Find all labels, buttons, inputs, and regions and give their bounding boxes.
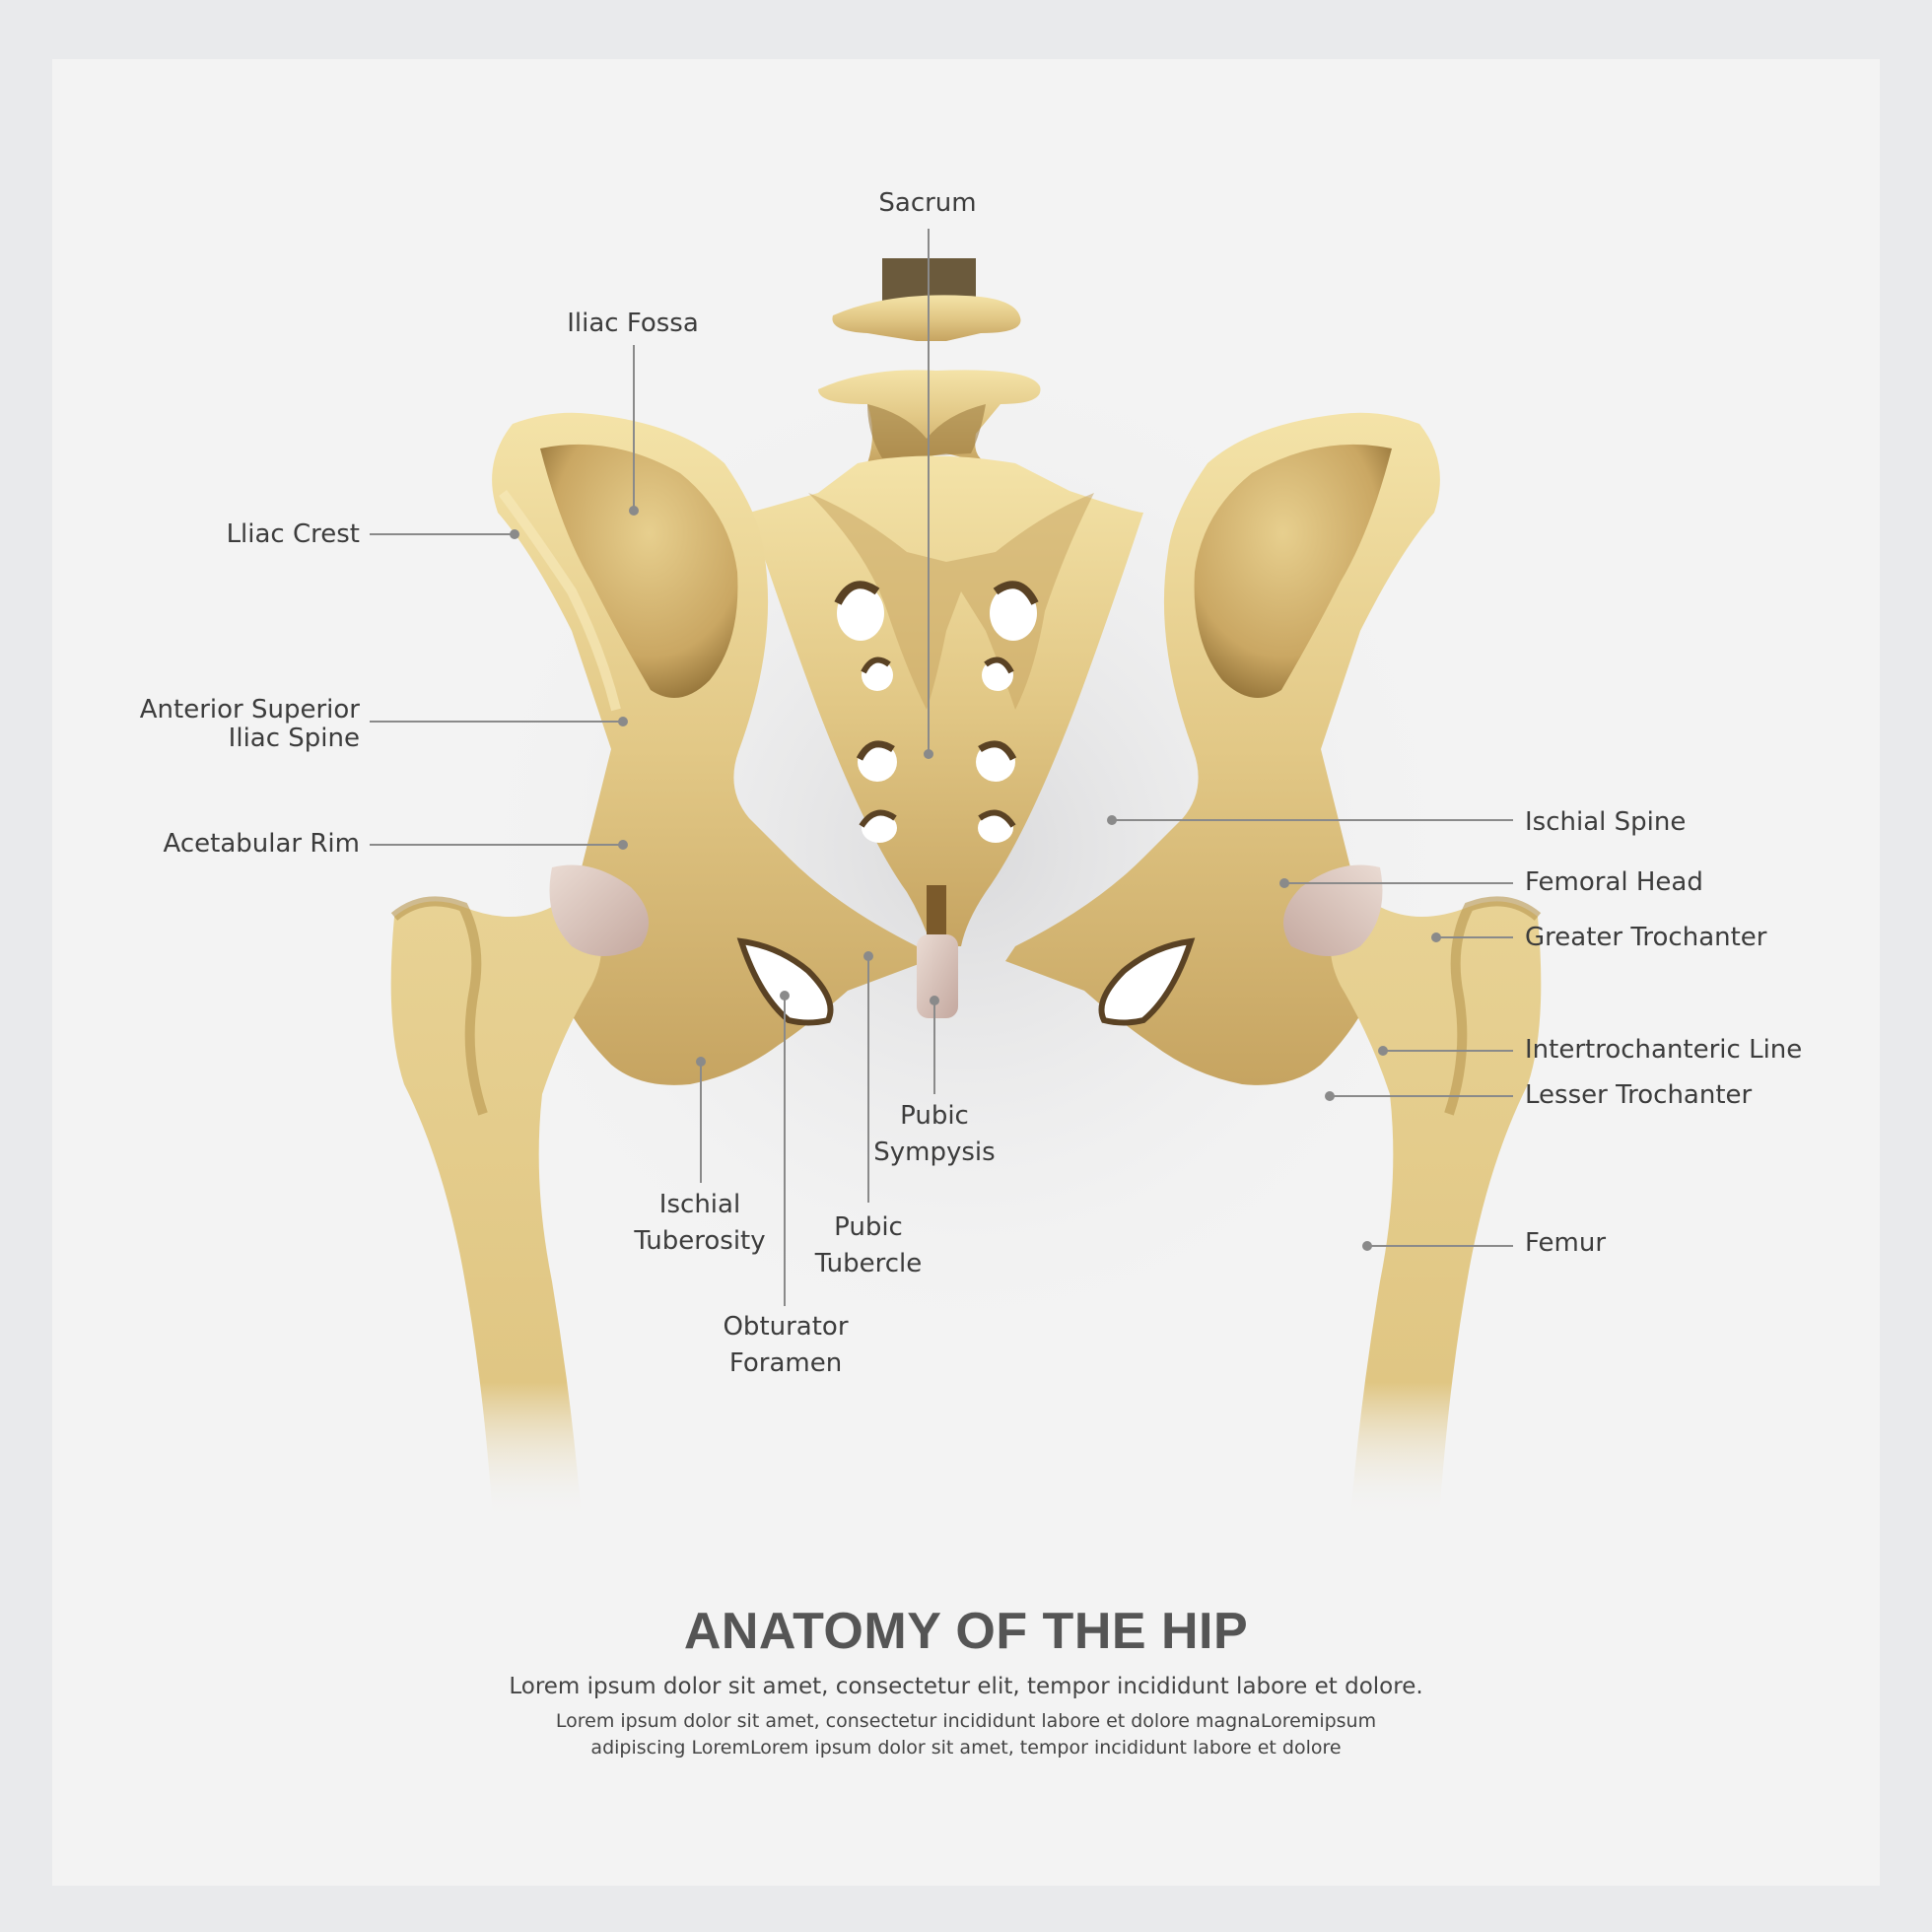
left-femur	[390, 864, 649, 1518]
label-lesser-trochanter: Lesser Trochanter	[1525, 1080, 1753, 1110]
description-line-3: adipiscing LoremLorem ipsum dolor sit am…	[590, 1737, 1342, 1759]
label-pubic-tubercle-line2: Tubercle	[814, 1249, 923, 1278]
label-obturator-foramen: Obturator Foramen	[723, 1309, 848, 1382]
label-pubic-symphysis-line2: Sympysis	[873, 1138, 996, 1167]
label-greater-trochanter: Greater Trochanter	[1525, 923, 1767, 952]
label-intertrochanteric-line: Intertrochanteric Line	[1525, 1035, 1803, 1065]
label-femur: Femur	[1525, 1228, 1607, 1258]
description-line-1: Lorem ipsum dolor sit amet, consectetur …	[509, 1674, 1423, 1699]
label-anterior-superior-iliac-spine: Anterior Superior Iliac Spine	[140, 692, 360, 757]
label-ischial-tuberosity-line1: Ischial	[658, 1190, 741, 1219]
label-asis-line2: Iliac Spine	[228, 724, 360, 753]
description-block: Lorem ipsum dolor sit amet, consectetur …	[0, 1708, 1932, 1761]
label-asis-line1: Anterior Superior	[139, 695, 360, 724]
label-pubic-symphysis: Pubic Sympysis	[873, 1098, 995, 1171]
description-line-2: Lorem ipsum dolor sit amet, consectetur …	[555, 1710, 1377, 1732]
sacral-foramina	[834, 581, 1039, 843]
label-sacrum: Sacrum	[878, 188, 977, 218]
label-pubic-tubercle: Pubic Tubercle	[815, 1209, 923, 1282]
leader-lines	[370, 229, 1513, 1306]
pubic-symphysis-cartilage	[917, 934, 958, 1018]
label-pubic-tubercle-line1: Pubic	[834, 1212, 903, 1242]
label-ischial-tuberosity: Ischial Tuberosity	[634, 1187, 765, 1260]
page-title: ANATOMY OF THE HIP	[683, 1603, 1249, 1660]
label-acetabular-rim: Acetabular Rim	[163, 829, 360, 859]
label-ischial-spine: Ischial Spine	[1525, 807, 1687, 837]
label-pubic-symphysis-line1: Pubic	[900, 1101, 969, 1131]
label-iliac-crest: Lliac Crest	[226, 519, 360, 549]
label-obturator-foramen-line1: Obturator	[723, 1312, 849, 1342]
coccyx	[927, 885, 946, 934]
label-ischial-tuberosity-line2: Tuberosity	[634, 1226, 766, 1256]
label-obturator-foramen-line2: Foramen	[728, 1348, 843, 1378]
label-femoral-head: Femoral Head	[1525, 867, 1703, 897]
label-iliac-fossa: Iliac Fossa	[567, 309, 699, 338]
